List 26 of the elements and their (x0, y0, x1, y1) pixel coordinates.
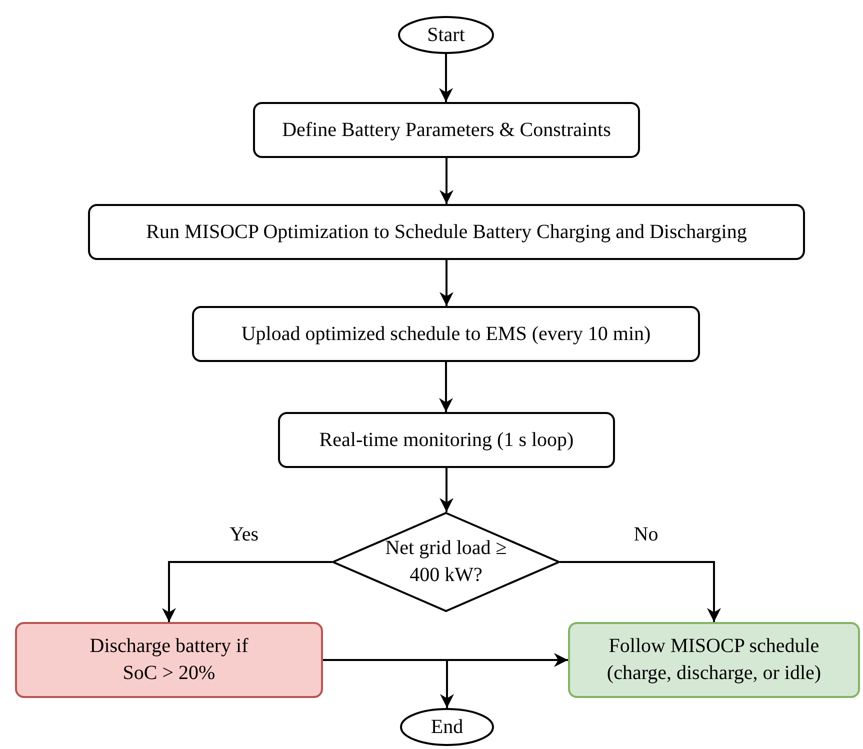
start-terminal (398, 16, 494, 54)
node-label: End (430, 714, 464, 740)
process-box (192, 306, 700, 362)
process-box (88, 204, 805, 260)
node-label: Run MISOCP Optimization to Schedule Battery Charging and Discharging (146, 220, 747, 244)
arrow (439, 362, 453, 412)
process-box (15, 622, 323, 698)
process-box (278, 412, 615, 468)
node-label: Net grid load ≥ 400 kW? (384, 536, 508, 588)
node-label: Upload optimized schedule to EMS (every 10 min) (241, 322, 651, 346)
arrow (162, 561, 332, 622)
end-terminal (400, 708, 494, 746)
process-box (253, 102, 640, 158)
arrow (440, 260, 454, 306)
arrow (440, 468, 454, 512)
arrow (440, 158, 454, 204)
process-box (568, 622, 860, 698)
arrow (439, 54, 453, 102)
node-label: Discharge battery if SoC > 20% (88, 634, 250, 686)
node-label: Define Battery Parameters & Constraints (282, 118, 611, 142)
arrow (560, 561, 721, 622)
node-label: Real-time monitoring (1 s loop) (319, 428, 574, 452)
arrow (323, 659, 454, 708)
node-label: Start (427, 22, 465, 48)
node-label: Follow MISOCP schedule (charge, discharge, or idle) (606, 634, 822, 686)
decision-diamond (332, 512, 560, 612)
